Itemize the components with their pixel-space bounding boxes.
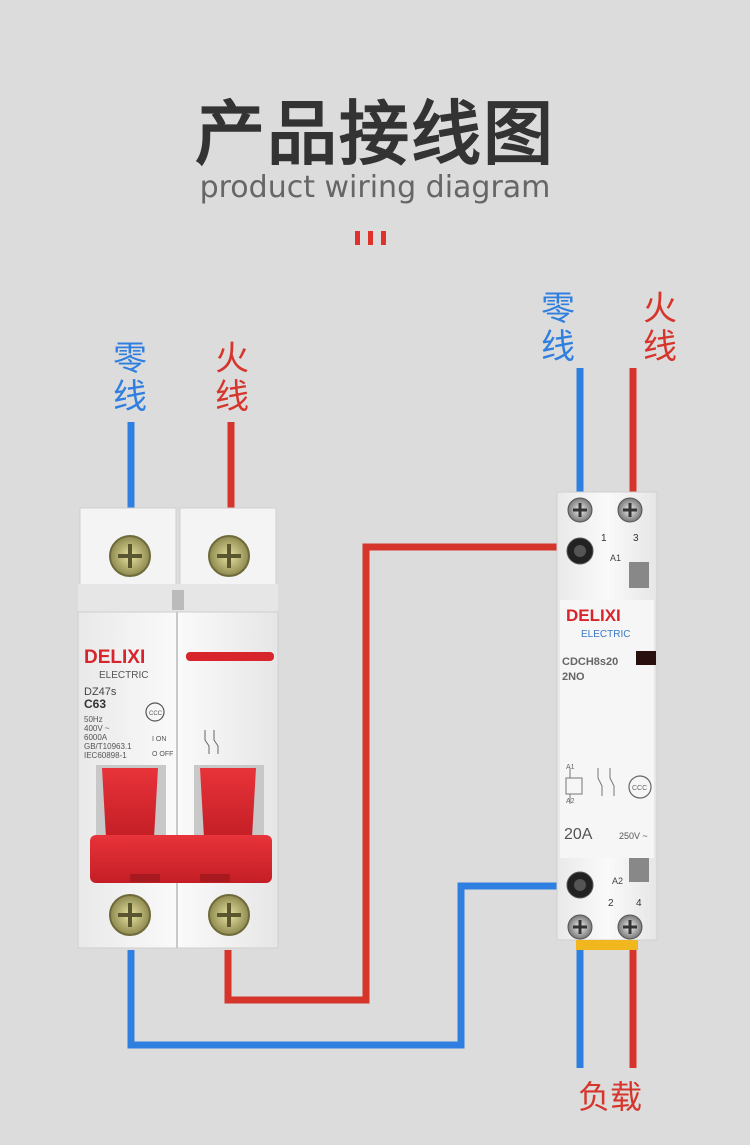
breaker-off-label: O OFF: [152, 751, 173, 758]
breaker-spec-3: GB/T10963.1: [84, 742, 132, 751]
breaker-red-stripe: [186, 652, 274, 661]
contactor-schematic-icon: [565, 768, 615, 804]
breaker-model: DZ47s: [84, 686, 117, 698]
svg-text:CCC: CCC: [149, 711, 163, 717]
contactor-terminal-4: 4: [636, 898, 642, 909]
svg-text:CCC: CCC: [632, 785, 647, 792]
contactor-cert-mark: [628, 775, 652, 799]
contactor-indicator: [636, 651, 656, 665]
svg-text:A2: A2: [566, 798, 575, 805]
live-to-a1-wire: [224, 543, 562, 1004]
contactor-brand-sub: ELECTRIC: [581, 629, 630, 640]
breaker-neutral-label: 零线: [113, 339, 147, 417]
breaker-spec-1: 400V ~: [84, 724, 110, 733]
breaker-brand-sub: ELECTRIC: [99, 670, 148, 681]
contactor-terminal-2: 2: [608, 898, 614, 909]
breaker-on-label: I ON: [152, 736, 166, 743]
contactor-a2-label: A2: [612, 876, 623, 886]
contactor-terminal-3: 3: [633, 533, 639, 544]
breaker-cert-mark: [145, 702, 165, 722]
breaker-rating: C63: [84, 697, 106, 711]
breaker-live-label: 火线: [215, 339, 249, 417]
breaker-spec-4: IEC60898-1: [84, 751, 127, 760]
contactor-a1-label: A1: [610, 553, 621, 563]
breaker-toggle-right[interactable]: [200, 768, 256, 838]
page-title: 产品接线图: [195, 93, 555, 175]
wires: [127, 368, 637, 1068]
breaker-spec-0: 50Hz: [84, 715, 103, 724]
breaker-spec-2: 6000A: [84, 733, 108, 742]
load-label: 负载: [577, 1078, 642, 1116]
din-clip: [576, 940, 638, 950]
contactor-neutral-label: 零线: [541, 289, 575, 367]
circuit-breaker: DELIXI ELECTRIC DZ47s C63 50Hz 400V ~ 60…: [77, 507, 279, 949]
contactor-model: CDCH8s20: [562, 656, 618, 668]
contactor: 1 3 A1 DELIXI ELECTRIC CDCH8s20 2NO A1 A…: [556, 491, 658, 950]
breaker-toggle-left[interactable]: [102, 768, 158, 838]
svg-text:A1: A1: [566, 764, 575, 771]
breaker-handle-bar[interactable]: [90, 835, 272, 883]
contactor-live-label: 火线: [643, 289, 677, 367]
breaker-symbol-icon: [204, 730, 219, 754]
breaker-brand: DELIXI: [84, 647, 145, 668]
contactor-terminal-1: 1: [601, 533, 607, 544]
contactor-type: 2NO: [562, 671, 585, 683]
contactor-current: 20A: [564, 826, 593, 843]
contactor-voltage: 250V ~: [619, 831, 648, 841]
contactor-brand: DELIXI: [566, 606, 621, 625]
page-subtitle: product wiring diagram: [199, 170, 551, 205]
title-divider: [355, 230, 394, 249]
neutral-to-a2-wire: [127, 882, 562, 1049]
